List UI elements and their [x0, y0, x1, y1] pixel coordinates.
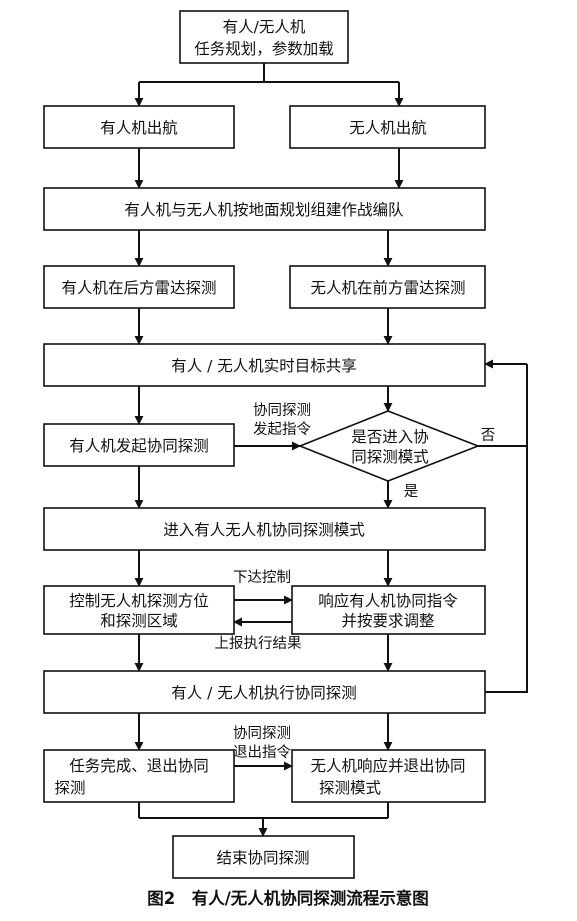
- node-complete-line2: 探测: [54, 779, 85, 797]
- node-formation-label: 有人机与无人机按地面规划组建作战编队: [124, 201, 404, 219]
- node-uav-takeoff-label: 无人机出航: [349, 119, 427, 137]
- node-execute-label: 有人 / 无人机执行协同探测: [171, 684, 357, 702]
- node-control-uav: 控制无人机探测方位 和探测区域: [43, 585, 235, 635]
- node-manned-takeoff: 有人机出航: [43, 105, 235, 149]
- node-uav-takeoff: 无人机出航: [289, 105, 486, 149]
- node-start-line1: 有人/无人机: [223, 18, 306, 36]
- node-decision-line2: 同探测模式: [351, 448, 429, 466]
- node-execute: 有人 / 无人机执行协同探测: [43, 670, 486, 714]
- node-uav-radar-label: 无人机在前方雷达探测: [310, 279, 465, 297]
- node-decision-line1: 是否进入协: [351, 428, 429, 446]
- node-decision: 是否进入协 同探测模式: [297, 410, 481, 482]
- node-enter-mode: 进入有人无人机协同探测模式: [43, 507, 486, 551]
- node-initiate-label: 有人机发起协同探测: [69, 437, 209, 455]
- label-report-result: 上报执行结果: [215, 635, 302, 652]
- node-enter-mode-label: 进入有人无人机协同探测模式: [163, 521, 365, 539]
- node-uav-radar: 无人机在前方雷达探测: [289, 265, 486, 309]
- label-coop-command-line2: 发起指令: [253, 421, 311, 438]
- node-target-share-label: 有人 / 无人机实时目标共享: [171, 357, 357, 375]
- node-formation: 有人机与无人机按地面规划组建作战编队: [43, 187, 486, 231]
- label-yes: 是: [404, 484, 419, 500]
- label-issue-control: 下达控制: [233, 569, 291, 586]
- connector-execute-loop: [485, 446, 528, 693]
- node-start-line2: 任务规划，参数加载: [194, 40, 334, 58]
- node-complete: 任务完成、退出协同 探测: [43, 749, 235, 803]
- node-end-label: 结束协同探测: [216, 849, 309, 867]
- node-uav-exit-line1: 无人机响应并退出协同: [310, 756, 465, 775]
- node-manned-radar-label: 有人机在后方雷达探测: [61, 279, 216, 297]
- node-uav-exit: 无人机响应并退出协同 探测模式: [291, 749, 486, 803]
- node-uav-exit-line2: 探测模式: [319, 779, 381, 797]
- node-end: 结束协同探测: [172, 835, 355, 879]
- node-manned-radar: 有人机在后方雷达探测: [43, 265, 235, 309]
- label-exit-command-line1: 协同探测: [233, 725, 291, 742]
- node-control-uav-line1: 控制无人机探测方位: [69, 592, 209, 610]
- node-respond-line1: 响应有人机协同指令: [318, 591, 458, 610]
- label-no: 否: [481, 428, 496, 444]
- node-respond: 响应有人机协同指令 并按要求调整: [291, 585, 486, 635]
- figure-caption: 图2 有人/无人机协同探测流程示意图: [147, 888, 429, 908]
- node-target-share: 有人 / 无人机实时目标共享: [43, 343, 486, 387]
- node-manned-takeoff-label: 有人机出航: [100, 119, 178, 137]
- node-control-uav-line2: 和探测区域: [100, 612, 178, 630]
- label-coop-command-line1: 协同探测: [253, 402, 311, 419]
- node-start: 有人/无人机 任务规划，参数加载: [179, 10, 349, 64]
- node-initiate: 有人机发起协同探测: [43, 423, 235, 467]
- connectors: [134, 63, 528, 837]
- label-exit-command-line2: 退出指令: [233, 744, 291, 761]
- node-respond-line2: 并按要求调整: [341, 612, 434, 630]
- node-complete-line1: 任务完成、退出协同: [69, 757, 209, 775]
